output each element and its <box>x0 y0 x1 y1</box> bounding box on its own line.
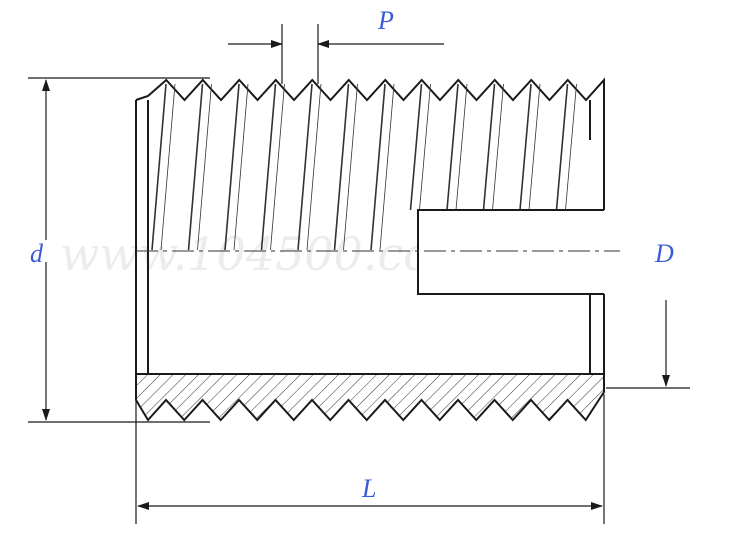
outer-diameter-dimension <box>28 77 210 423</box>
outer-diameter-label: d <box>30 239 44 268</box>
inner-diameter-dimension <box>606 300 690 389</box>
bottom-thread-section <box>135 373 605 422</box>
thread-helix-line <box>519 83 532 211</box>
pitch-dimension <box>228 24 444 84</box>
thread-helix-line <box>370 83 386 251</box>
thread-helix-line <box>409 83 423 211</box>
length-dimension <box>135 394 605 524</box>
thread-helix-lines <box>151 83 577 251</box>
thread-helix-line <box>492 83 504 211</box>
thread-helix-line <box>565 83 577 211</box>
pitch-label: P <box>377 6 394 35</box>
thread-helix-line <box>482 83 496 211</box>
thread-helix-line <box>187 83 204 251</box>
watermark-text: www.104500.com <box>60 227 475 281</box>
inner-diameter-label: D <box>654 239 674 268</box>
thread-helix-line <box>419 83 431 211</box>
top-crest-zigzag <box>135 77 605 102</box>
thread-helix-line <box>151 83 167 251</box>
thread-helix-line <box>260 83 277 251</box>
thread-helix-line <box>270 83 285 251</box>
thread-helix-line <box>297 83 313 251</box>
thread-helix-line <box>333 83 350 251</box>
thread-helix-line <box>233 83 249 251</box>
thread-helix-line <box>160 83 176 251</box>
thread-helix-line <box>306 83 322 251</box>
top-thread-profile <box>135 77 605 102</box>
thread-helix-line <box>528 83 541 211</box>
thread-helix-line <box>224 83 240 251</box>
thread-helix-line <box>197 83 212 251</box>
thread-helix-line <box>379 83 395 251</box>
thread-helix-line <box>343 83 358 251</box>
thread-helix-line <box>446 83 459 211</box>
slot-cutout <box>417 209 604 295</box>
length-label: L <box>361 474 376 503</box>
thread-helix-line <box>555 83 569 211</box>
thread-helix-line <box>455 83 468 211</box>
